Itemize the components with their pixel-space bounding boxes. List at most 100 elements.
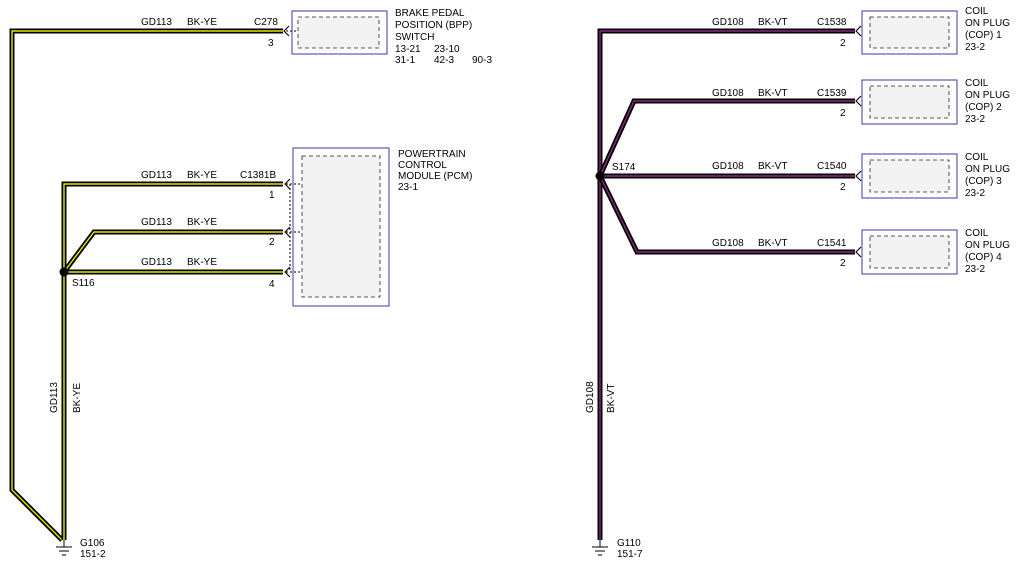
cop2-name-line3: (COP) 2 [965, 102, 1002, 113]
connector-c278-label: C278 [254, 17, 278, 28]
connector-arrow-icon [855, 25, 862, 37]
coil-on-plug-4[interactable] [855, 229, 958, 275]
wire-gd108-cop4[interactable] [597, 174, 855, 255]
pcm-ref: 23-1 [398, 182, 418, 193]
cop3-name-line1: COIL [965, 152, 989, 163]
connector-arrow-icon [855, 95, 862, 107]
pin-number-label: 1 [269, 190, 275, 201]
wire-label-circuit: GD108 [712, 17, 744, 28]
wire-gd108-cop1-to-ground[interactable] [597, 28, 855, 540]
wire-label-color: BK-VT [758, 88, 787, 99]
ground-g106-icon[interactable] [56, 540, 72, 556]
coil-on-plug-2[interactable] [855, 79, 958, 125]
connector-arrow-icon [283, 25, 290, 37]
pin-number-label: 2 [840, 38, 846, 49]
splice-s116[interactable] [59, 267, 69, 277]
cop1-name-line3: (COP) 1 [965, 30, 1002, 41]
right-circuit: S174 GD108 BK-VT C1538 2 GD108 BK-VT C15… [585, 6, 1010, 560]
cop4-name-line3: (COP) 4 [965, 252, 1002, 263]
cop3-body [869, 159, 950, 193]
cop1-name-line2: ON PLUG [965, 18, 1010, 29]
wire-label-color: BK-VT [758, 17, 787, 28]
cop4-name-line1: COIL [965, 228, 989, 239]
wire-label-circuit: GD113 [141, 170, 172, 181]
cop1-body [869, 16, 950, 49]
ground-g106-ref: 151-2 [80, 549, 106, 560]
splice-s116-label: S116 [72, 278, 95, 289]
wire-gd113-pcm-pin1[interactable] [61, 181, 283, 272]
connector-c1538-label: C1538 [817, 17, 847, 28]
bpp-switch-ref: 42-3 [434, 55, 454, 66]
coil-on-plug-1[interactable] [855, 10, 958, 55]
wire-label-circuit: GD108 [712, 88, 744, 99]
wire-gd108-cop2[interactable] [597, 98, 855, 178]
wire-label-color-vertical: BK-YE [72, 383, 83, 413]
pin-number-label: 3 [268, 38, 274, 49]
connector-arrow-icon [284, 178, 291, 190]
bpp-switch[interactable] [283, 10, 388, 55]
wire-label-circuit: GD113 [141, 257, 172, 268]
wire-label-circuit-vertical: GD113 [49, 382, 60, 413]
connector-c1381b-label: C1381B [240, 170, 276, 181]
pin-number-label: 2 [840, 258, 846, 269]
pin-number-label: 2 [269, 237, 275, 248]
wire-label-color: BK-YE [187, 17, 217, 28]
wire-label-color: BK-YE [187, 170, 217, 181]
coil-on-plug-3[interactable] [855, 153, 958, 199]
bpp-switch-ref: 90-3 [472, 55, 492, 66]
bpp-switch-body [297, 16, 380, 49]
cop2-name-line2: ON PLUG [965, 90, 1010, 101]
wire-label-circuit: GD108 [712, 238, 744, 249]
splice-s174-label: S174 [612, 162, 636, 173]
connector-arrow-icon [855, 170, 862, 182]
pin-number-label: 4 [269, 279, 275, 290]
ground-g110-ref: 151-7 [617, 549, 643, 560]
wire-label-color: BK-VT [758, 161, 787, 172]
wire-label-color: BK-VT [758, 238, 787, 249]
connector-arrow-icon [855, 246, 862, 258]
cop1-name-line1: COIL [965, 6, 989, 17]
bpp-switch-name-line2: POSITION (BPP) [395, 20, 472, 31]
wire-label-circuit: GD113 [141, 217, 172, 228]
splice-s174[interactable] [595, 171, 605, 181]
pcm-name-line2: CONTROL [398, 160, 447, 171]
pin-number-label: 2 [840, 182, 846, 193]
cop3-name-line3: (COP) 3 [965, 176, 1002, 187]
wire-label-circuit-vertical: GD108 [585, 381, 596, 413]
connector-c1539-label: C1539 [817, 88, 847, 99]
bpp-switch-ref: 31-1 [395, 55, 415, 66]
bpp-switch-name-line3: SWITCH [395, 32, 434, 43]
cop4-body [869, 235, 950, 269]
wire-label-color-vertical: BK-VT [606, 384, 617, 413]
cop4-name-line2: ON PLUG [965, 240, 1010, 251]
cop2-ref: 23-2 [965, 114, 985, 125]
connector-c1541-label: C1541 [817, 238, 847, 249]
cop1-ref: 23-2 [965, 42, 985, 53]
wire-label-color: BK-YE [187, 257, 217, 268]
pcm-body [301, 155, 381, 298]
pcm-name-line3: MODULE (PCM) [398, 171, 472, 182]
pcm-module[interactable] [284, 147, 390, 307]
wire-gd113-bpp-to-ground[interactable] [9, 28, 283, 542]
wire-label-circuit: GD108 [712, 161, 744, 172]
bpp-switch-name-line1: BRAKE PEDAL [395, 8, 465, 19]
cop3-ref: 23-2 [965, 188, 985, 199]
connector-arrow-icon [284, 266, 291, 278]
wire-label-color: BK-YE [187, 217, 217, 228]
ground-g110-icon[interactable] [592, 540, 608, 556]
wire-label-circuit: GD113 [141, 17, 172, 28]
left-circuit: S116 GD113 BK-YE C278 3 GD113 BK-YE C138… [9, 8, 492, 560]
bpp-switch-ref: 23-10 [434, 44, 460, 55]
cop2-name-line1: COIL [965, 78, 989, 89]
connector-arrow-icon [284, 226, 291, 238]
ground-g106-label: G106 [80, 538, 105, 549]
pin-number-label: 2 [840, 108, 846, 119]
cop4-ref: 23-2 [965, 264, 985, 275]
cop2-body [869, 85, 950, 119]
pcm-name-line1: POWERTRAIN [398, 149, 466, 160]
cop3-name-line2: ON PLUG [965, 164, 1010, 175]
wire-gd113-pcm-pin2[interactable] [62, 229, 283, 274]
ground-g110-label: G110 [617, 538, 641, 549]
connector-c1540-label: C1540 [817, 161, 847, 172]
